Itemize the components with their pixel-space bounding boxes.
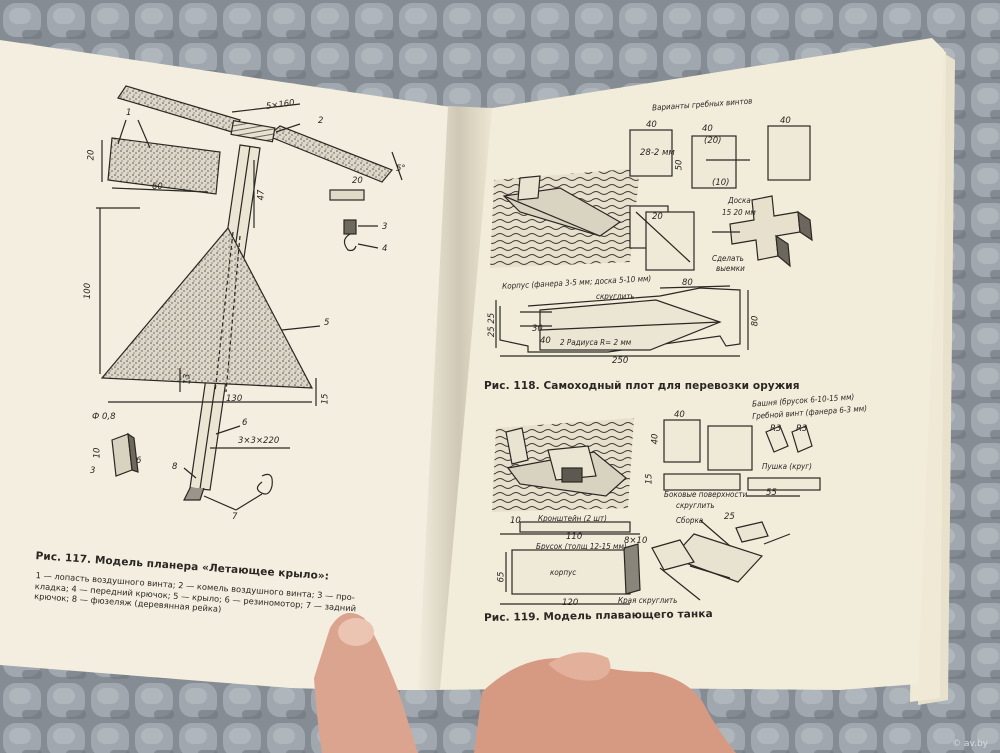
doska-size-label: 15 20 мм — [722, 208, 756, 217]
dim-label: 110 — [566, 532, 583, 542]
dim-label: 47 — [256, 189, 267, 201]
dim-label: 40 — [650, 433, 661, 445]
dim-label: 65 — [496, 571, 507, 583]
dim-label: 5° — [396, 164, 406, 174]
dim-label: 50 — [674, 159, 685, 171]
raft-drawing — [490, 125, 813, 357]
dim-label: 40 — [646, 120, 657, 130]
dim-label: R3 — [770, 424, 782, 434]
dim-label: 250 — [612, 356, 629, 366]
callout-number: 4 — [382, 244, 388, 254]
sborka-label: Сборка — [676, 516, 704, 525]
dim-label: 3 — [90, 466, 96, 476]
dim-label: 20 — [652, 212, 663, 222]
dim-label: 28-2 мм — [640, 148, 675, 158]
radius-label: 2 Радиуса R= 2 мм — [560, 338, 632, 347]
dim-label: 55 — [766, 488, 777, 498]
callout-number: 7 — [232, 512, 238, 522]
dim-label: 100 — [83, 282, 94, 300]
dim-label: 10 — [510, 516, 521, 526]
dim-label: 20 — [352, 176, 363, 186]
dim-label: (20) — [704, 136, 722, 146]
dim-label: 120 — [562, 598, 579, 608]
figure-118-caption: Рис. 118. Самоходный плот для перевозки … — [484, 380, 800, 392]
dim-label: 40 — [540, 336, 551, 346]
dim-label: R3 — [796, 424, 808, 434]
kronshteyn-label: Кронштейн (2 шт) — [538, 514, 607, 523]
callout-number: 6 — [242, 418, 248, 428]
dim-label: 20 — [86, 149, 97, 161]
hands — [314, 612, 736, 753]
dim-label: (10) — [712, 178, 730, 188]
korpus-label: корпус — [550, 568, 577, 577]
dim-label: 10 — [92, 447, 103, 459]
callout-number: 5 — [324, 318, 330, 328]
dim-label: 30 — [532, 324, 543, 334]
dim-label: 40 — [674, 410, 685, 420]
callout-number: 2 — [318, 116, 324, 126]
dim-label: 80 — [682, 278, 693, 288]
dim-label: 80 — [750, 315, 761, 327]
dim-label: 25 — [724, 512, 735, 522]
dim-label: 8×10 — [624, 536, 648, 546]
dim-label: 40 — [702, 124, 713, 134]
callout-number: 8 — [172, 462, 178, 472]
watermark: © av.by — [952, 739, 988, 749]
callout-number: 1 — [126, 108, 132, 118]
pushka-label: Пушка (круг) — [762, 462, 812, 471]
skruglit-label: скруглить — [676, 501, 715, 510]
dim-label: 60 — [152, 182, 163, 192]
dim-label: 3×3×220 — [238, 436, 280, 446]
dim-label: 15 — [644, 473, 655, 485]
skruglit-label: скруглить — [596, 292, 635, 301]
glider-drawing — [96, 85, 403, 511]
dim-label: 13 — [182, 373, 193, 385]
dim-label: 6 — [136, 456, 142, 466]
dim-label: 25 25 — [487, 312, 498, 338]
dim-label: 40 — [780, 116, 791, 126]
book-spine — [418, 106, 492, 690]
right-page — [430, 38, 944, 690]
dim-label: Ф 0,8 — [92, 412, 116, 422]
dim-label: 15 — [320, 393, 331, 405]
tank-drawing — [492, 418, 821, 605]
vyemki-label: выемки — [716, 264, 745, 273]
brusok-label: Брусок (толщ 12-15 мм) — [536, 542, 627, 551]
sdelat-label: Сделать — [712, 254, 744, 263]
dim-label: 130 — [226, 394, 243, 404]
kraya-label: Края скруглить — [618, 596, 678, 605]
callout-number: 3 — [382, 222, 388, 232]
bokovye-label: Боковые поверхности — [664, 490, 748, 499]
doska-label: Доска — [728, 196, 751, 205]
